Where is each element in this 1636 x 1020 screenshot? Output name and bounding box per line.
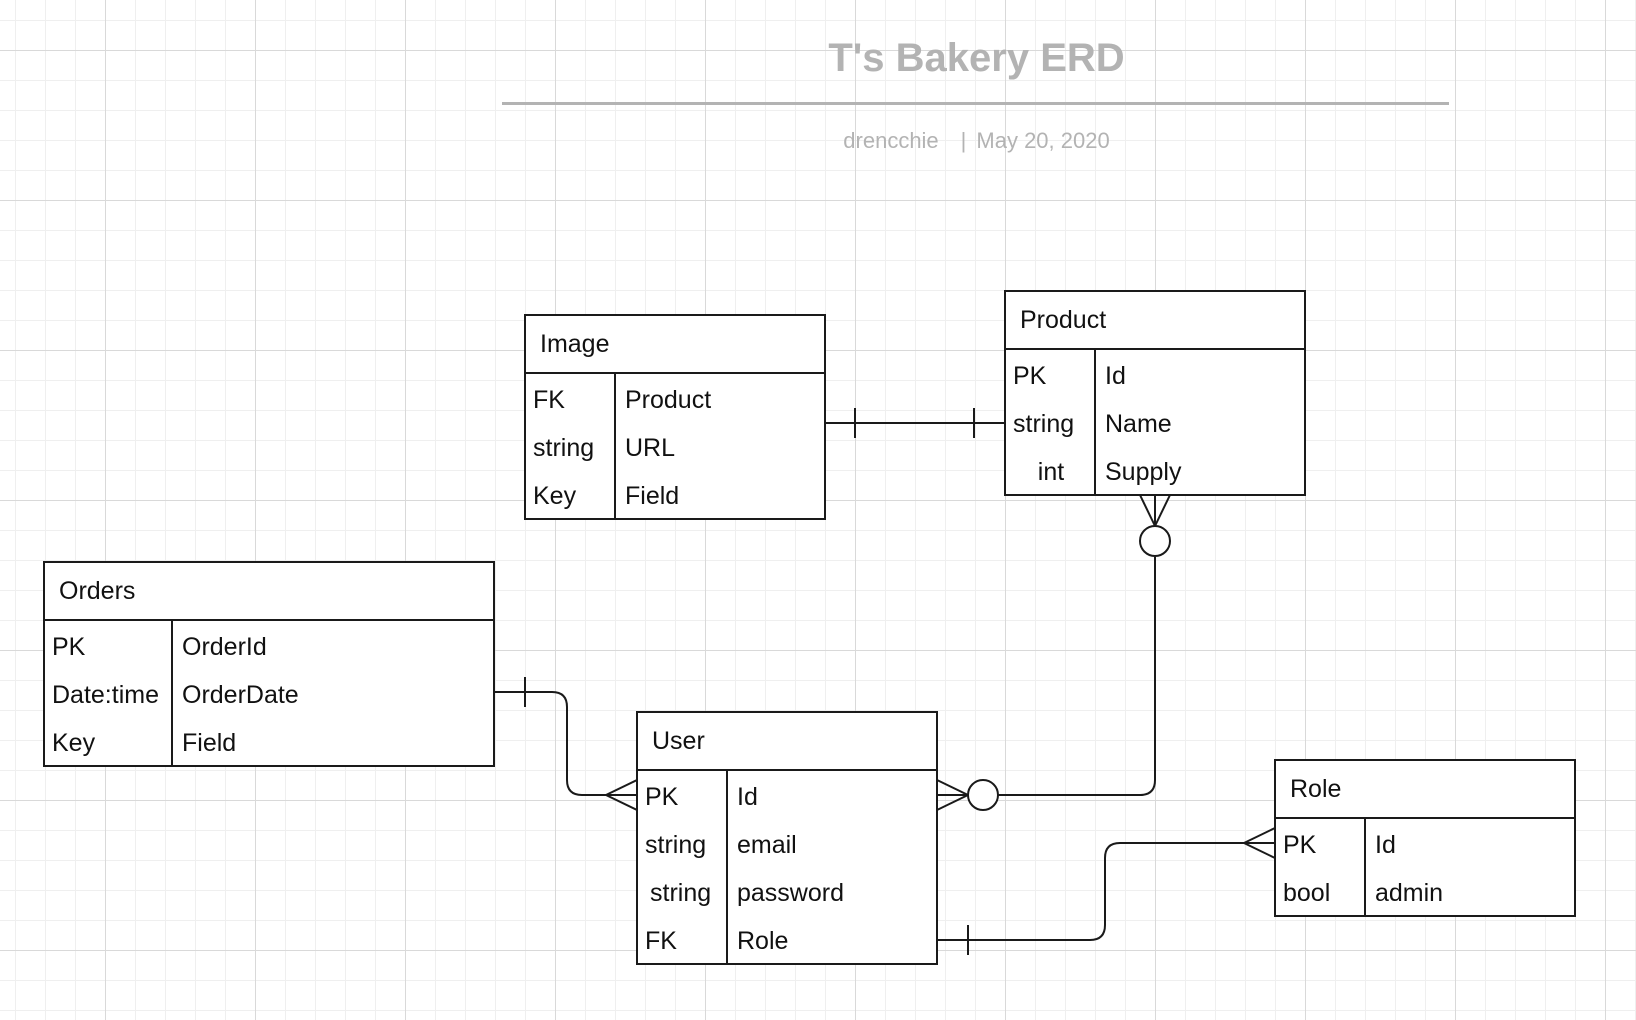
meta-separator: | [960,128,967,153]
title-divider [502,102,1449,105]
entity-title: User [638,713,936,771]
entity-title: Role [1276,761,1574,819]
relationship-image-product[interactable] [825,408,1005,438]
relationship-user-role[interactable] [937,827,1276,955]
document-meta: drencchie | May 20, 2020 [504,128,1449,154]
author-name: drencchie [843,128,939,153]
entity-title: Image [526,316,824,374]
page-title: T's Bakery ERD [828,36,1125,80]
relationship-orders-user[interactable] [494,677,638,811]
entity-title: Orders [45,563,493,621]
document-date: May 20, 2020 [976,128,1110,153]
relationship-product-user[interactable] [936,494,1171,811]
entity-title: Product [1006,292,1304,350]
